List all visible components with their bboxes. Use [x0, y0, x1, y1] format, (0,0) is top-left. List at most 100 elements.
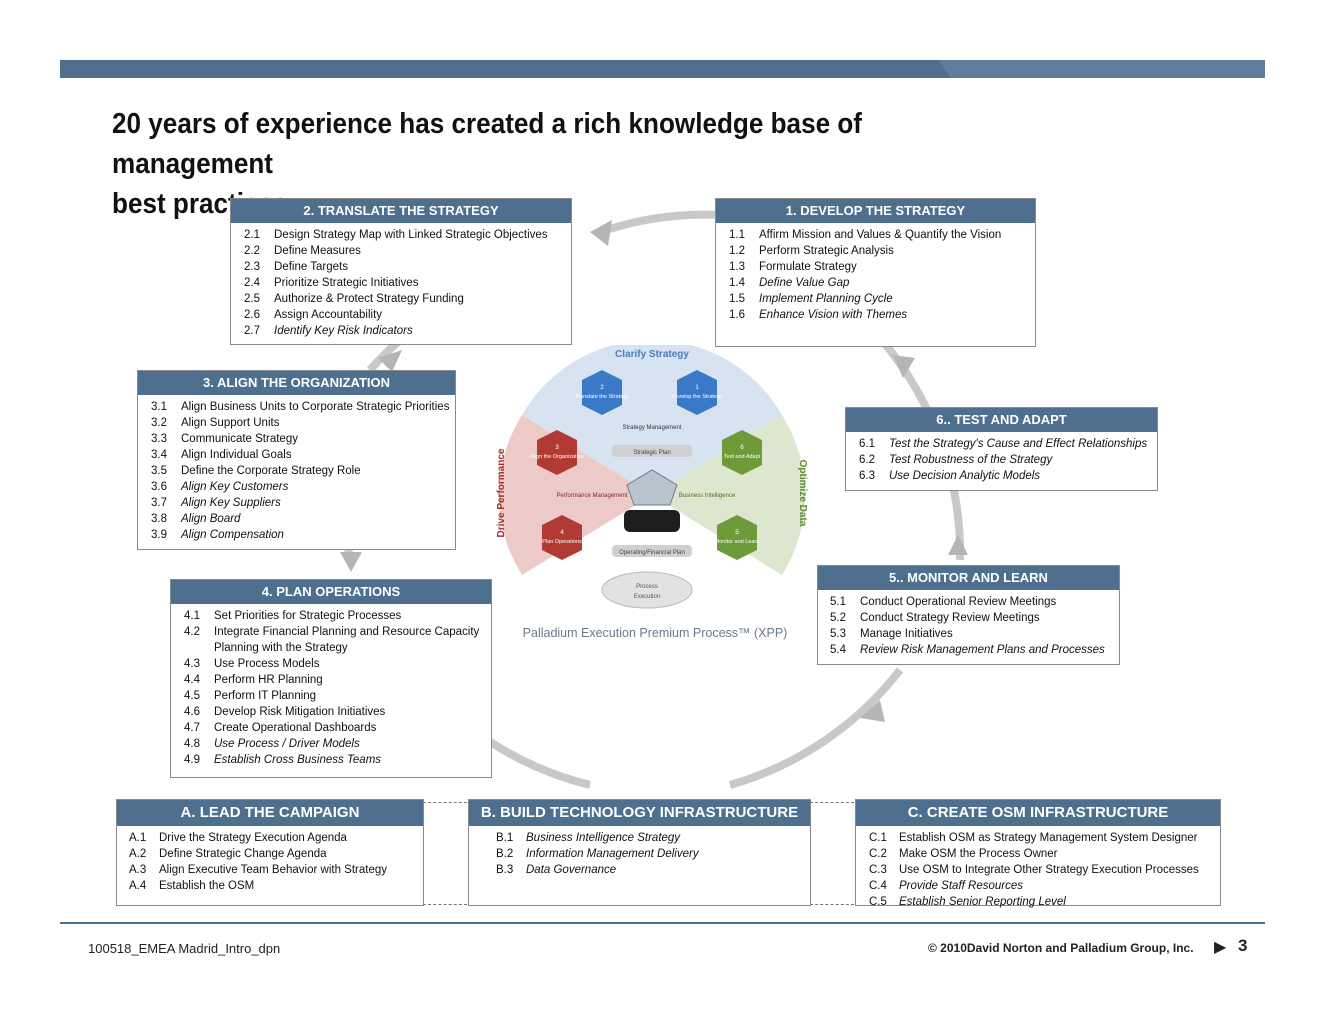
item-text: Perform HR Planning [214, 674, 323, 686]
hex-3-label: Align the Organization [530, 454, 584, 460]
dash-connector-4 [810, 904, 854, 905]
item-number: 4.1 [184, 610, 200, 622]
slide-title-line1: 20 years of experience has created a ric… [112, 108, 862, 180]
optimize-label: Optimize Data [797, 460, 808, 527]
list-item: 6.2 Test Robustness of the Strategy [859, 452, 1157, 468]
list-item: 4.5 Perform IT Planning [184, 688, 491, 704]
perf-mgmt-label: Performance Management [556, 493, 627, 499]
item-text: Integrate Financial Planning and Resourc… [214, 626, 480, 654]
hex-5-id: 5 [735, 529, 739, 536]
item-number: A.2 [129, 848, 147, 860]
list-item: 3.2 Align Support Units [151, 415, 455, 431]
item-number: 2.6 [244, 309, 260, 321]
cycle-arc-bottom-right [728, 667, 904, 789]
item-number: 1.2 [729, 245, 745, 257]
item-text: Align Business Units to Corporate Strate… [181, 401, 450, 413]
item-text: Align Support Units [181, 417, 280, 429]
item-number: B.2 [496, 848, 514, 860]
item-number: 2.7 [244, 325, 260, 337]
item-number: 2.1 [244, 229, 260, 241]
box-monitor-header: 5.. MONITOR AND LEARN [818, 566, 1119, 590]
box-lead-header: A. LEAD THE CAMPAIGN [117, 800, 423, 826]
item-number: 4.5 [184, 690, 200, 702]
item-text: Implement Planning Cycle [759, 293, 893, 305]
item-text: Define Measures [274, 245, 361, 257]
item-number: C.3 [869, 864, 887, 876]
item-text: Align Key Suppliers [181, 497, 281, 509]
item-number: 4.2 [184, 626, 200, 638]
item-number: 6.1 [859, 438, 875, 450]
item-text: Perform IT Planning [214, 690, 317, 702]
cycle-arrowhead-right-lower [948, 535, 968, 555]
item-number: 6.2 [859, 454, 875, 466]
item-number: 1.4 [729, 277, 745, 289]
hex-3-id: 3 [555, 444, 559, 451]
box-plan-header: 4. PLAN OPERATIONS [171, 580, 491, 604]
hex-6-label: Test and Adapt [724, 454, 761, 460]
item-text: Define Strategic Change Agenda [159, 848, 327, 860]
item-text: Establish Senior Reporting Level [899, 896, 1066, 908]
list-item: 2.1 Design Strategy Map with Linked Strat… [244, 227, 571, 243]
box-translate: 2. TRANSLATE THE STRATEGY 2.1 Design Stra… [230, 198, 572, 345]
hex-2-label: Translate the Strategy [575, 394, 629, 400]
item-text: Design Strategy Map with Linked Strategi… [274, 229, 548, 241]
strategic-plan-bar [612, 445, 692, 457]
box-translate-header: 2. TRANSLATE THE STRATEGY [231, 199, 571, 223]
item-number: 5.1 [830, 596, 846, 608]
item-text: Establish the OSM [159, 880, 255, 892]
item-number: C.4 [869, 880, 887, 892]
cycle-arrowhead-left-upper [378, 350, 402, 372]
cycle-arrowhead-bottom-right [860, 700, 885, 722]
item-number: 4.7 [184, 722, 200, 734]
diamond-crystal [626, 469, 678, 506]
cycle-arc-bottom-left [477, 731, 591, 789]
item-number: 1.5 [729, 293, 745, 305]
item-number: C.2 [869, 848, 887, 860]
item-number: 5.2 [830, 612, 846, 624]
next-arrow-icon[interactable]: ▶ [1214, 939, 1227, 956]
item-number: 3.9 [151, 529, 167, 541]
process-ellipse [601, 571, 693, 609]
item-text: Affirm Mission and Values & Quantify the… [759, 229, 1002, 241]
item-number: 3.2 [151, 417, 167, 429]
hex-6 [722, 430, 762, 475]
box-test-header: 6.. TEST AND ADAPT [846, 408, 1157, 432]
item-text: Define Targets [274, 261, 348, 273]
footer-file-label: 100518_EMEA Madrid_Intro_dpn [88, 941, 281, 956]
item-number: A.3 [129, 864, 147, 876]
xpp-diagram: 2 1 3 6 4 5 Translate the Strategy Devel… [496, 345, 808, 609]
item-text: Test Robustness of the Strategy [889, 454, 1053, 466]
box-create-header: C. CREATE OSM INFRASTRUCTURE [856, 800, 1220, 826]
cycle-arrowhead-left [340, 552, 362, 572]
hex-4-label: Plan Operations [542, 539, 582, 545]
item-text: Use Process / Driver Models [214, 738, 360, 750]
header-bar-tab [938, 60, 1265, 78]
hex-3 [537, 430, 577, 475]
